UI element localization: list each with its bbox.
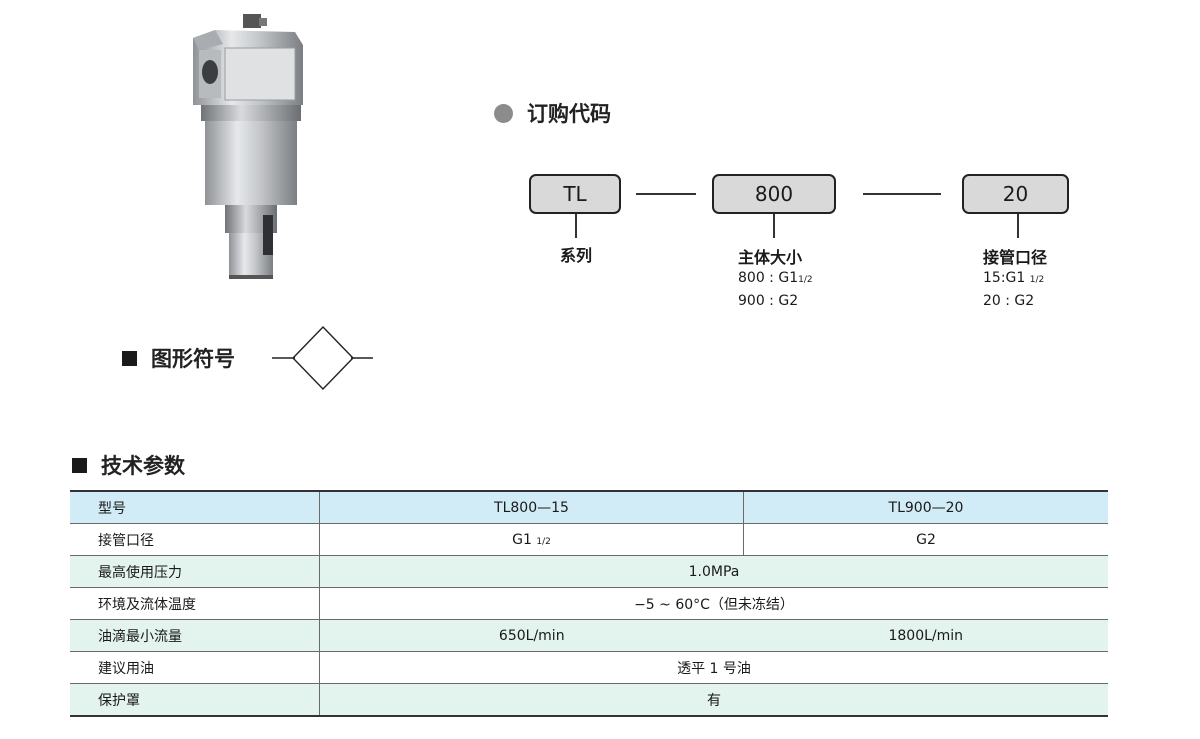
size-option: 800 : G11/2 [738, 268, 813, 291]
row-label: 最高使用压力 [70, 555, 320, 588]
table-row: 型号 TL800—15 TL900—20 [70, 490, 1108, 524]
cell-value: 650L/min [319, 619, 744, 652]
filter-symbol-icon [272, 325, 373, 391]
row-label: 环境及流体温度 [70, 587, 320, 620]
series-code-box: TL [529, 174, 621, 214]
port-option: 15:G1 1/2 [983, 268, 1047, 291]
connector-line [636, 193, 696, 195]
size-code-box: 800 [712, 174, 836, 214]
bullet-square-icon [72, 457, 87, 473]
symbol-heading: 图形符号 [122, 343, 235, 373]
table-row: 油滴最小流量 650L/min 1800L/min [70, 619, 1108, 652]
table-row: 建议用油 透平 1 号油 [70, 651, 1108, 684]
bullet-square-icon [122, 350, 137, 366]
port-option-text: 20 : G2 [983, 293, 1035, 309]
row-label: 油滴最小流量 [70, 619, 320, 652]
leader-line [1017, 214, 1019, 238]
spec-heading-text: 技术参数 [101, 454, 185, 478]
size-option-text: 900 : G2 [738, 293, 799, 309]
cell-value-text: G1 [512, 531, 532, 548]
cell-value: 1800L/min [743, 619, 1108, 652]
size-option-text: 800 : G1 [738, 270, 799, 286]
cell-value: G1 1/2 [319, 523, 744, 556]
table-row: 接管口径 G1 1/2 G2 [70, 523, 1108, 556]
cell-value: 有 [319, 683, 1108, 717]
table-row: 环境及流体温度 −5 ~ 60°C（但未冻结） [70, 587, 1108, 620]
cell-value: 1.0MPa [319, 555, 1108, 588]
cell-value: G2 [743, 523, 1108, 556]
table-row: 保护罩 有 [70, 683, 1108, 717]
row-label: 型号 [70, 490, 320, 524]
symbol-heading-text: 图形符号 [151, 347, 235, 371]
series-label: 系列 [560, 246, 593, 265]
port-option: 20 : G2 [983, 291, 1047, 312]
cell-value: −5 ~ 60°C（但未冻结） [319, 587, 1108, 620]
product-image [193, 14, 303, 279]
size-code-text: 800 [754, 182, 794, 206]
cell-value: TL900—20 [743, 490, 1108, 524]
port-option-text: 15:G1 [983, 270, 1030, 286]
spec-heading: 技术参数 [72, 450, 185, 480]
row-label: 接管口径 [70, 523, 320, 556]
row-label: 保护罩 [70, 683, 320, 717]
order-code-heading: 订购代码 [494, 98, 611, 128]
cell-value: 透平 1 号油 [319, 651, 1108, 684]
port-code-box: 20 [962, 174, 1069, 214]
series-code-text: TL [563, 182, 587, 206]
port-option-frac: 1/2 [1029, 275, 1045, 285]
connector-line [863, 193, 941, 195]
port-label: 接管口径 [983, 248, 1048, 267]
port-code-text: 20 [1002, 182, 1029, 206]
order-code-heading-text: 订购代码 [527, 102, 611, 126]
leader-line [773, 214, 775, 238]
leader-line [575, 214, 577, 238]
table-row: 最高使用压力 1.0MPa [70, 555, 1108, 588]
cell-value-frac: 1/2 [536, 536, 551, 547]
size-option-frac: 1/2 [798, 275, 813, 285]
size-option: 900 : G2 [738, 291, 813, 312]
spec-table: 型号 TL800—15 TL900—20 接管口径 G1 1/2 G2 最高使用… [70, 490, 1108, 717]
bullet-circle-icon [494, 103, 513, 123]
row-label: 建议用油 [70, 651, 320, 684]
size-legend: 主体大小 800 : G11/2 900 : G2 [738, 244, 813, 312]
cell-value: TL800—15 [319, 490, 744, 524]
size-label: 主体大小 [738, 248, 803, 267]
port-legend: 接管口径 15:G1 1/2 20 : G2 [983, 244, 1047, 312]
